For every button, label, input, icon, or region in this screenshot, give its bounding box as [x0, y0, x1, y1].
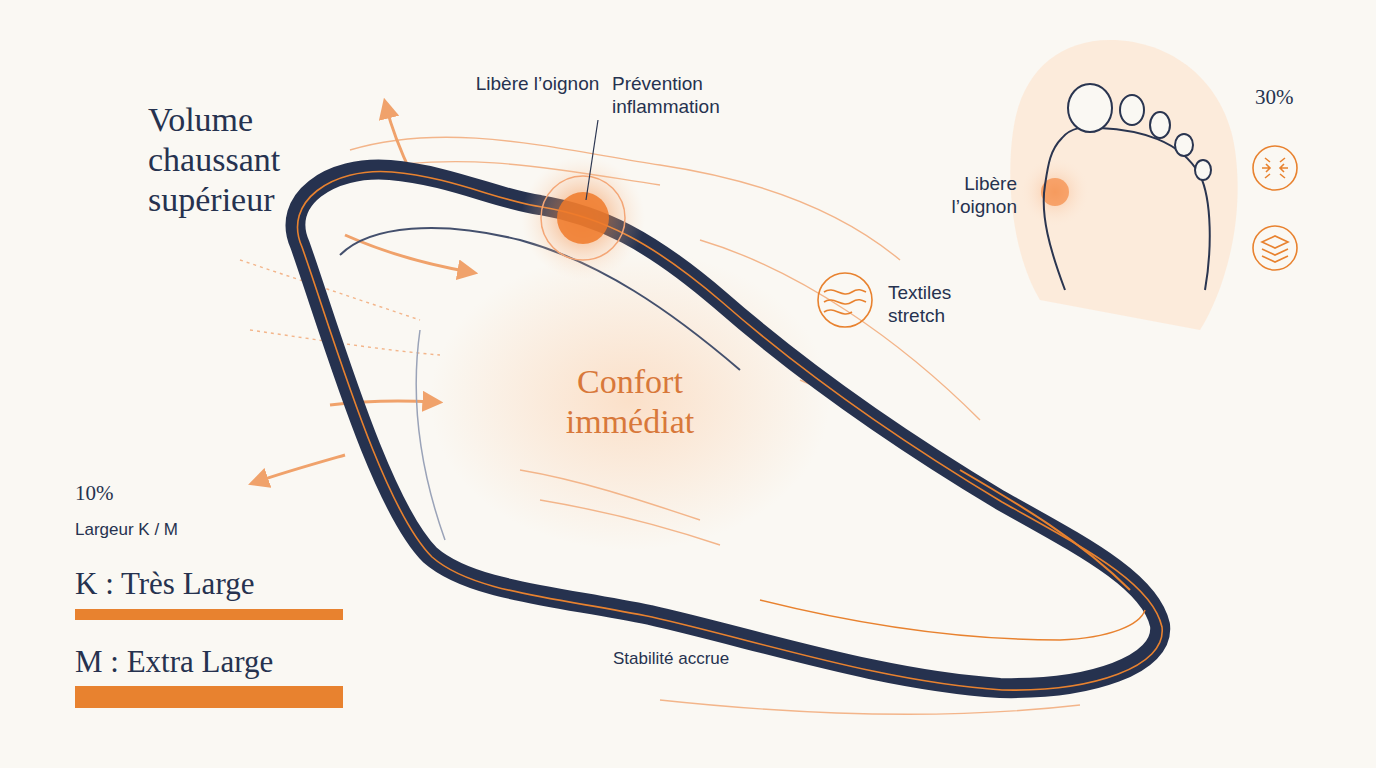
foot-illustration [1010, 40, 1237, 330]
feature-icons [1253, 146, 1297, 270]
bunion-halo [521, 156, 645, 280]
comfort-label: Confort immédiat [545, 362, 715, 442]
width-option: K : Très Large [75, 566, 355, 602]
percent-value: 10% [75, 480, 155, 506]
bunion-ring [541, 176, 625, 260]
shoe-sole-line [760, 600, 1145, 640]
width-bar [75, 686, 343, 708]
width-bar [75, 609, 343, 620]
bunion-hotspot [557, 192, 609, 244]
percent-value: 30% [1255, 84, 1315, 110]
shoe-toe-line [960, 470, 1130, 590]
callout-label: Libère l’oignon [905, 172, 1017, 218]
comfort-wash [430, 250, 830, 550]
width-option: M : Extra Large [75, 644, 355, 680]
callout-label: Prévention inflammation [612, 72, 792, 118]
heading: Volume chaussant supérieur [148, 100, 338, 220]
callout-label: Libère l’oignon [470, 72, 605, 95]
shoe-heel-line [416, 330, 445, 540]
stretch-icon [818, 273, 872, 327]
feature-label: Stabilité accrue [613, 648, 813, 670]
leader-line [586, 120, 598, 200]
width-caption: Largeur K / M [75, 519, 275, 541]
feature-label: Textiles stretch [888, 281, 1008, 327]
